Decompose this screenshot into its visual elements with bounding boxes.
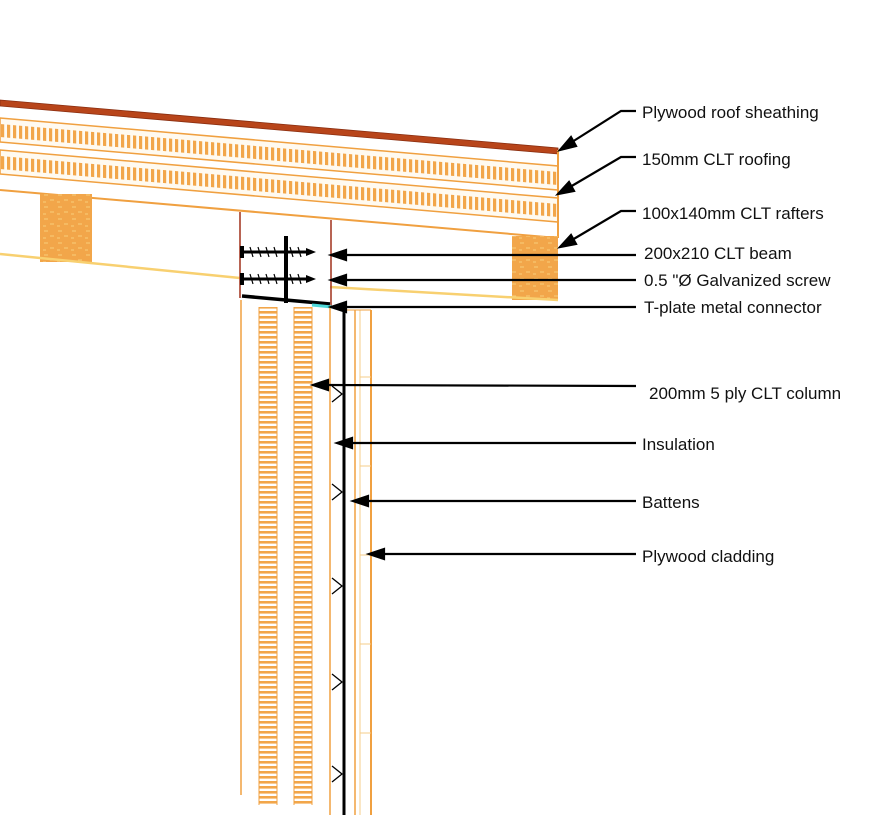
clt-column-ply-1 (259, 307, 277, 805)
ceiling-line (0, 252, 241, 280)
beam-connection (239, 212, 333, 309)
leader-galvanized-screw (327, 273, 636, 287)
label-clt-beam: 200x210 CLT beam (644, 244, 792, 263)
wall-assembly (240, 300, 372, 815)
label-battens: Battens (642, 493, 700, 512)
leader-clt-roofing (554, 155, 636, 196)
label-insulation: Insulation (642, 435, 715, 454)
callout-labels: Plywood roof sheathing 150mm CLT roofing… (642, 103, 841, 566)
leader-lines (309, 109, 637, 561)
label-clt-roofing: 150mm CLT roofing (642, 150, 791, 169)
leader-clt-column (309, 378, 637, 392)
leader-battens (349, 494, 636, 508)
label-plywood-cladding: Plywood cladding (642, 547, 774, 566)
galvanized-screw-lower (240, 273, 316, 285)
clt-rafter-right (512, 236, 558, 300)
leader-plywood-cladding (365, 547, 636, 561)
leader-clt-rafters (556, 209, 636, 249)
label-clt-column: 200mm 5 ply CLT column (649, 384, 841, 403)
clt-column-ply-2 (294, 307, 312, 805)
clt-rafter-left (40, 194, 92, 262)
roofing-bottom-edge (0, 189, 559, 239)
label-galvanized-screw: 0.5 "Ø Galvanized screw (644, 271, 831, 290)
roof-assembly (0, 99, 559, 302)
label-clt-rafters: 100x140mm CLT rafters (642, 204, 824, 223)
leader-tplate-connector (327, 300, 636, 314)
ceiling-line-right (329, 285, 559, 302)
leader-plywood-roof-sheathing (556, 109, 636, 152)
leader-insulation (333, 436, 636, 450)
tplate-base (241, 294, 331, 306)
label-plywood-roof-sheathing: Plywood roof sheathing (642, 103, 819, 122)
clt-roofing-hatch-upper (0, 124, 558, 185)
label-tplate-connector: T-plate metal connector (644, 298, 822, 317)
clt-roofing-hatch-lower (0, 156, 558, 217)
galvanized-screw-upper (240, 246, 316, 258)
leader-clt-beam (327, 248, 636, 262)
batten-marks (331, 385, 344, 783)
